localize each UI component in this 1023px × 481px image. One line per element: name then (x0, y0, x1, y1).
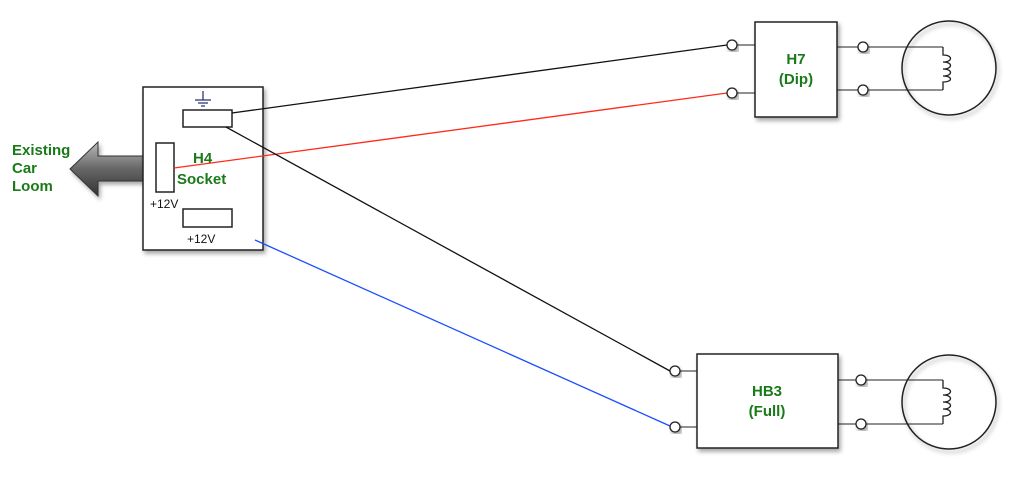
h7-filament-icon (942, 47, 952, 90)
hb3-bulb-icon (901, 354, 997, 450)
loom-label-2: Car (12, 160, 37, 177)
hb3-subtitle: (Full) (749, 403, 786, 420)
hb3-filament-icon (942, 380, 952, 424)
loom-label-1: Existing (12, 142, 70, 159)
wire-full-to-hb3 (254, 239, 671, 427)
wire-ground-to-h7 (231, 44, 728, 114)
h7-subtitle: (Dip) (779, 71, 813, 88)
h4-socket: H4 Socket +12V +12V (142, 86, 264, 251)
h4-pin-bottom-label: +12V (187, 232, 215, 246)
h4-subtitle: Socket (177, 171, 226, 188)
h4-pin-dip (155, 142, 175, 193)
h7-bulb-unit: H7 (Dip) (726, 20, 997, 118)
h7-title: H7 (786, 51, 805, 68)
h7-bulb-icon (901, 20, 997, 116)
loom-arrow-icon (69, 140, 144, 198)
wire-ground-to-hb3 (225, 126, 671, 372)
loom-label-3: Loom (12, 178, 53, 195)
ground-icon (195, 91, 211, 107)
h4-pin-full (182, 208, 233, 228)
hb3-bulb-unit: HB3 (Full) (669, 353, 997, 450)
h4-pin-ground (182, 109, 233, 128)
hb3-title: HB3 (752, 383, 782, 400)
h4-pin-left-label: +12V (150, 197, 178, 211)
wire-dip-to-h7 (173, 92, 728, 169)
